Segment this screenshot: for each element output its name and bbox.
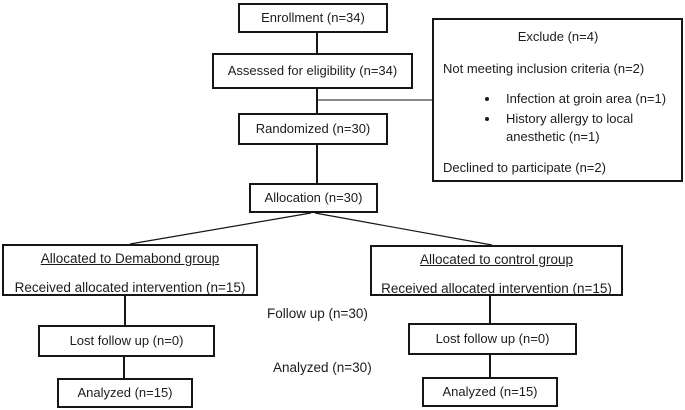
connector-line <box>314 212 493 246</box>
exclude-box: Exclude (n=4) Not meeting inclusion crit… <box>432 18 683 182</box>
followup-count-label: Follow up (n=30) <box>267 306 368 321</box>
demabond-group-intervention-text: Received allocated intervention (n=15) <box>14 279 246 295</box>
control-group-box: Allocated to control group Received allo… <box>370 245 623 296</box>
lost-followup-right-box: Lost follow up (n=0) <box>408 323 577 355</box>
assessed-eligibility-box: Assessed for eligibility (n=34) <box>212 53 413 89</box>
demabond-group-box: Allocated to Demabond group Received all… <box>2 244 258 296</box>
control-group-title: Allocated to control group <box>419 252 574 267</box>
exclude-title: Exclude (n=4) <box>517 29 599 44</box>
exclude-bullet-list: Infection at groin area (n=1) History al… <box>443 90 673 148</box>
analyzed-left-box: Analyzed (n=15) <box>57 378 193 408</box>
analyzed-right-box: Analyzed (n=15) <box>422 377 558 407</box>
randomized-box: Randomized (n=30) <box>238 113 388 145</box>
analyzed-count-label: Analyzed (n=30) <box>273 360 372 375</box>
exclude-bullet-item: Infection at groin area (n=1) <box>500 90 673 108</box>
exclude-bullet-item: History allergy to local anesthetic (n=1… <box>500 110 673 146</box>
allocation-box: Allocation (n=30) <box>249 183 378 213</box>
lost-followup-left-box: Lost follow up (n=0) <box>38 325 215 357</box>
connector-line <box>129 212 312 245</box>
demabond-group-title: Allocated to Demabond group <box>40 251 220 266</box>
enrollment-box: Enrollment (n=34) <box>238 3 388 33</box>
control-group-intervention-text: Received allocated intervention (n=15) <box>381 280 612 296</box>
exclude-declined-text: Declined to participate (n=2) <box>443 159 606 175</box>
exclude-not-meeting-text: Not meeting inclusion criteria (n=2) <box>443 60 645 76</box>
